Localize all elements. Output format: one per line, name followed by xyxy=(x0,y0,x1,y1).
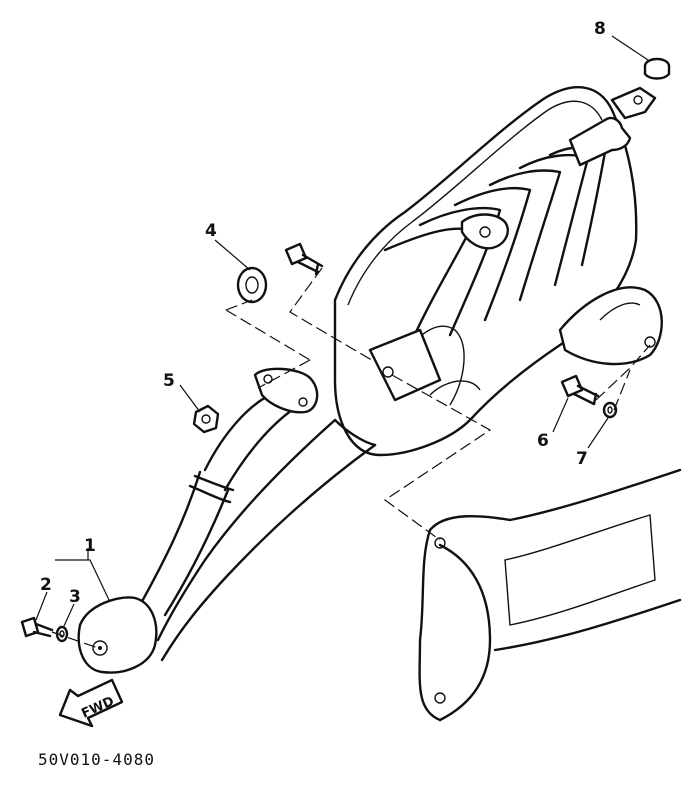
callout-5: 5 xyxy=(163,371,175,391)
muffler xyxy=(333,86,663,457)
bolt-part-6 xyxy=(560,374,600,406)
nut-part-5 xyxy=(192,404,220,434)
callout-4: 4 xyxy=(205,221,217,241)
callout-2: 2 xyxy=(40,575,52,595)
assembly-lines xyxy=(51,267,651,649)
part-code: 50V010-4080 xyxy=(38,750,155,769)
frame-bracket xyxy=(418,468,682,722)
leader-lines xyxy=(35,35,649,627)
exhaust-pipe xyxy=(77,367,377,674)
fwd-arrow-icon: FWD xyxy=(58,678,124,728)
callout-6: 6 xyxy=(537,431,549,451)
callout-1: 1 xyxy=(84,536,96,556)
washer-part-7 xyxy=(602,401,618,419)
damper-part-8 xyxy=(643,57,671,80)
callout-8: 8 xyxy=(594,19,606,39)
callout-7: 7 xyxy=(576,449,588,469)
callout-3: 3 xyxy=(69,587,81,607)
gasket-part-4 xyxy=(236,266,268,304)
bolt-top xyxy=(284,242,324,276)
bolt-part-2 xyxy=(20,616,54,638)
callout-numbers: 1 2 3 4 5 6 7 8 xyxy=(40,19,606,607)
